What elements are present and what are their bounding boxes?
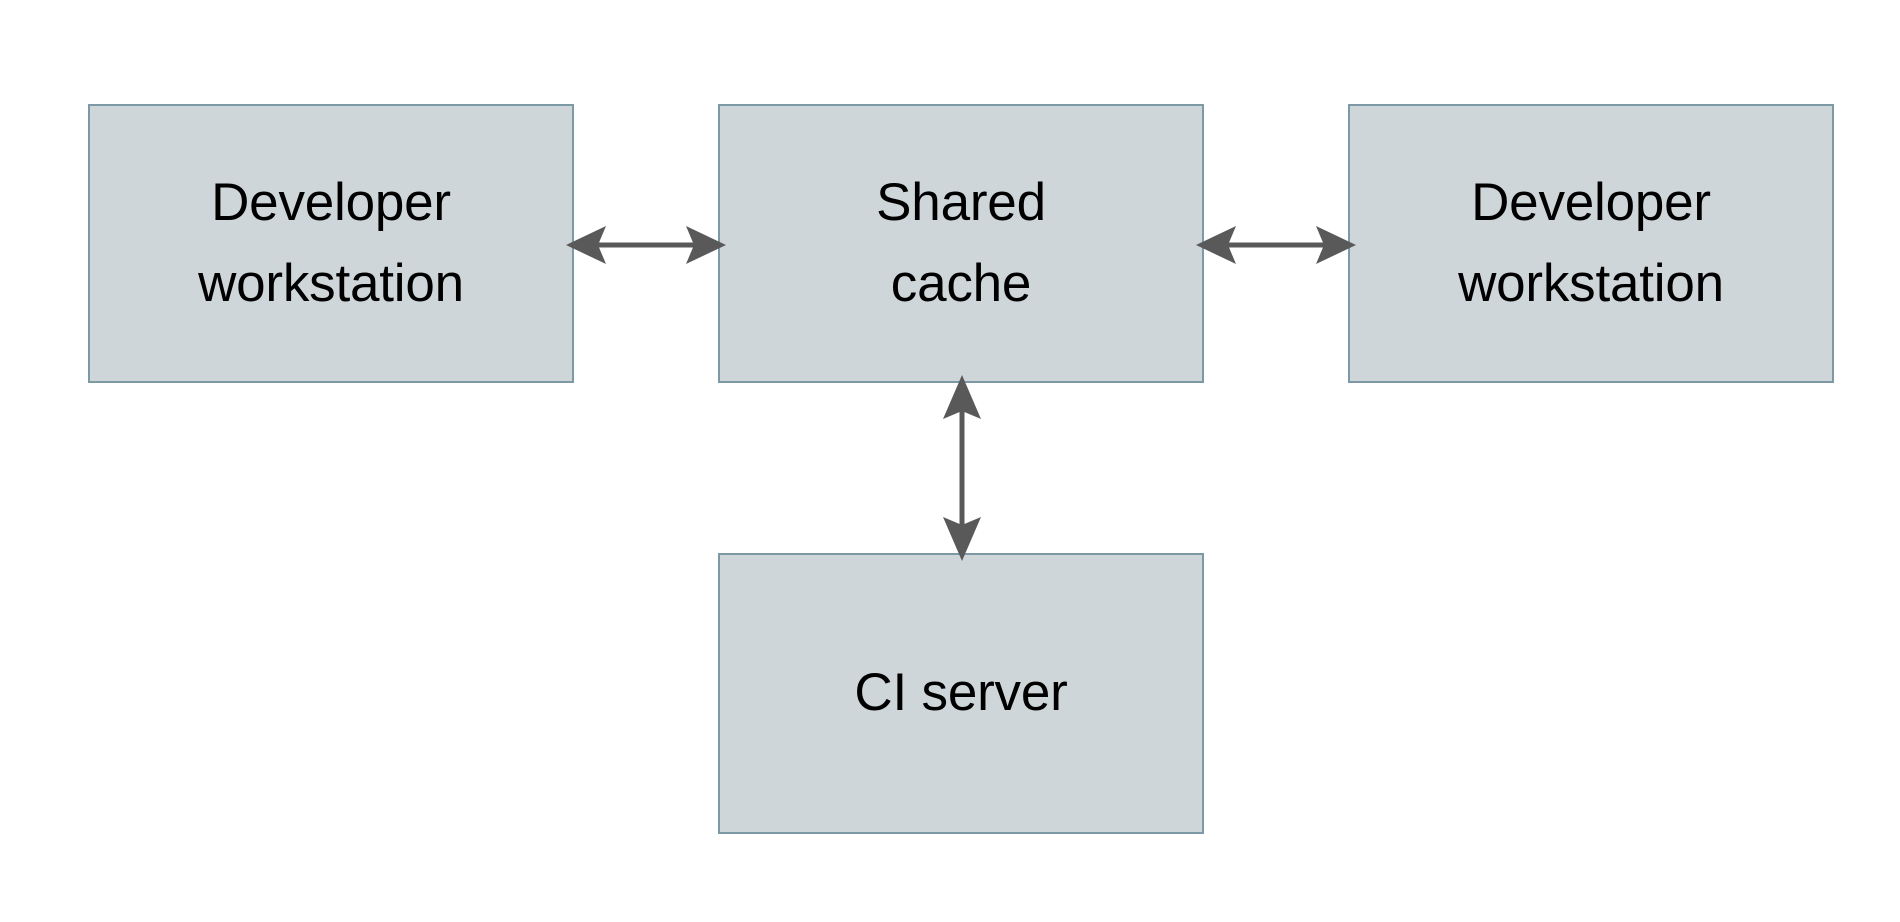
- connector-shared-cache-to-dev-right[interactable]: [1196, 213, 1356, 277]
- arrowhead-right-icon: [686, 226, 726, 264]
- node-shared-cache[interactable]: Shared cache: [718, 104, 1204, 383]
- node-ci-server[interactable]: CI server: [718, 553, 1204, 834]
- node-label: CI server: [854, 663, 1068, 723]
- connector-ci-server-to-shared-cache[interactable]: [930, 375, 994, 561]
- connector-shaft: [959, 401, 965, 535]
- node-label: Shared cache: [876, 172, 1046, 313]
- node-label: Developer workstation: [1458, 172, 1724, 313]
- node-developer-workstation-left[interactable]: Developer workstation: [88, 104, 574, 383]
- arrowhead-down-icon: [943, 517, 981, 561]
- node-developer-workstation-right[interactable]: Developer workstation: [1348, 104, 1834, 383]
- connector-shaft: [592, 242, 700, 248]
- arrowhead-right-icon: [1316, 226, 1356, 264]
- connector-dev-left-to-shared-cache[interactable]: [566, 213, 726, 277]
- node-label: Developer workstation: [198, 172, 464, 313]
- arrowhead-left-icon: [1196, 226, 1236, 264]
- arrowhead-left-icon: [566, 226, 606, 264]
- connector-shaft: [1222, 242, 1330, 248]
- arrowhead-up-icon: [943, 375, 981, 419]
